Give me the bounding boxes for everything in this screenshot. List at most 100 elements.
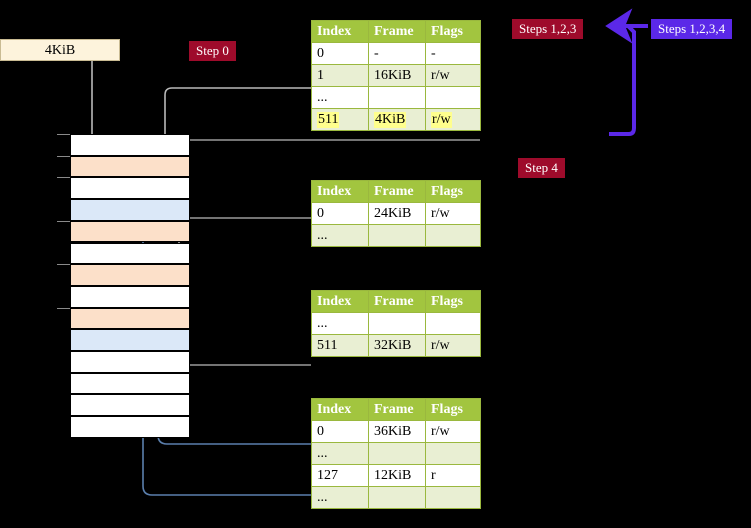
cell-flags: r/w: [425, 108, 481, 131]
physical-memory-column: [70, 134, 190, 438]
cell-flags: [425, 86, 481, 109]
column-header-flags: Flags: [425, 290, 481, 313]
memory-frame-row: [70, 134, 190, 156]
column-header-flags: Flags: [425, 398, 481, 421]
badge-step-4: Step 4: [518, 158, 565, 178]
cell-frame: -: [368, 42, 426, 65]
cell-frame: [368, 486, 426, 509]
column-header-index: Index: [311, 290, 369, 313]
badge-steps-1234: Steps 1,2,3,4: [651, 19, 733, 39]
cell-flags: r: [425, 464, 481, 487]
cell-flags: [425, 486, 481, 509]
memory-tick: [57, 307, 70, 309]
cell-flags: r/w: [425, 64, 481, 87]
cell-index: 0: [311, 42, 369, 65]
wire-table2-row511: [173, 312, 311, 366]
memory-frame-row: [70, 242, 190, 265]
cell-frame: 32KiB: [368, 334, 426, 357]
cell-index: ...: [311, 312, 369, 335]
cell-index: 0: [311, 202, 369, 225]
column-header-frame: Frame: [368, 290, 426, 313]
cell-frame: 12KiB: [368, 464, 426, 487]
cell-flags: [425, 224, 481, 247]
highlighted-value: 4KiB: [374, 111, 407, 128]
table-row: ...: [311, 486, 481, 509]
memory-tick: [57, 134, 70, 135]
column-header-frame: Frame: [368, 180, 426, 203]
table-row: ...: [311, 86, 481, 109]
memory-tick: [57, 220, 70, 222]
column-header-frame: Frame: [368, 20, 426, 43]
memory-frame-row: [70, 264, 190, 286]
memory-frame-row: [70, 329, 190, 351]
wire-table1-row0: [173, 217, 311, 264]
cell-flags: -: [425, 42, 481, 65]
cell-index: 511: [311, 108, 369, 131]
cell-frame: [368, 224, 426, 247]
cell-flags: r/w: [425, 420, 481, 443]
cell-frame: [368, 86, 426, 109]
column-header-frame: Frame: [368, 398, 426, 421]
wire-table0-row511: [161, 139, 480, 166]
wire-steps-loop: [605, 8, 648, 136]
table-row: ...: [311, 224, 481, 247]
cell-flags: r/w: [425, 334, 481, 357]
cell-index: 0: [311, 420, 369, 443]
column-header-index: Index: [311, 398, 369, 421]
cell-flags: r/w: [425, 202, 481, 225]
cell-flags: [425, 312, 481, 335]
cell-index: ...: [311, 224, 369, 247]
cell-index: 511: [311, 334, 369, 357]
badge-step-0: Step 0: [189, 41, 236, 61]
memory-tick: [57, 264, 70, 266]
page-size-box: 4KiB: [0, 39, 120, 61]
cell-frame: 16KiB: [368, 64, 426, 87]
memory-frame-row: [70, 307, 190, 330]
memory-frame-row: [70, 351, 190, 373]
memory-frame-row: [70, 177, 190, 200]
table-row: ...: [311, 442, 481, 465]
cell-index: 1: [311, 64, 369, 87]
table-row: ...: [311, 312, 481, 335]
badge-steps-123: Steps 1,2,3: [512, 19, 584, 39]
cell-index: 127: [311, 464, 369, 487]
memory-frame-row: [70, 394, 190, 417]
highlighted-value: r/w: [431, 111, 452, 128]
memory-frame-row: [70, 416, 190, 438]
column-header-index: Index: [311, 180, 369, 203]
highlighted-value: 511: [317, 111, 340, 128]
cell-index: ...: [311, 442, 369, 465]
memory-frame-row: [70, 285, 190, 308]
memory-frame-row: [70, 199, 190, 221]
cell-index: ...: [311, 486, 369, 509]
cell-index: ...: [311, 86, 369, 109]
column-header-flags: Flags: [425, 20, 481, 43]
memory-tick: [57, 177, 70, 179]
cell-frame: [368, 312, 426, 335]
table-row: 0--: [311, 42, 481, 65]
column-header-index: Index: [311, 20, 369, 43]
memory-frame-row: [70, 372, 190, 395]
cell-frame: 4KiB: [368, 108, 426, 131]
cell-flags: [425, 442, 481, 465]
memory-tick: [57, 155, 70, 157]
memory-frame-row: [70, 220, 190, 243]
cell-frame: 36KiB: [368, 420, 426, 443]
cell-frame: 24KiB: [368, 202, 426, 225]
memory-frame-row: [70, 155, 190, 178]
table-row: 511 4KiB r/w: [311, 108, 481, 131]
